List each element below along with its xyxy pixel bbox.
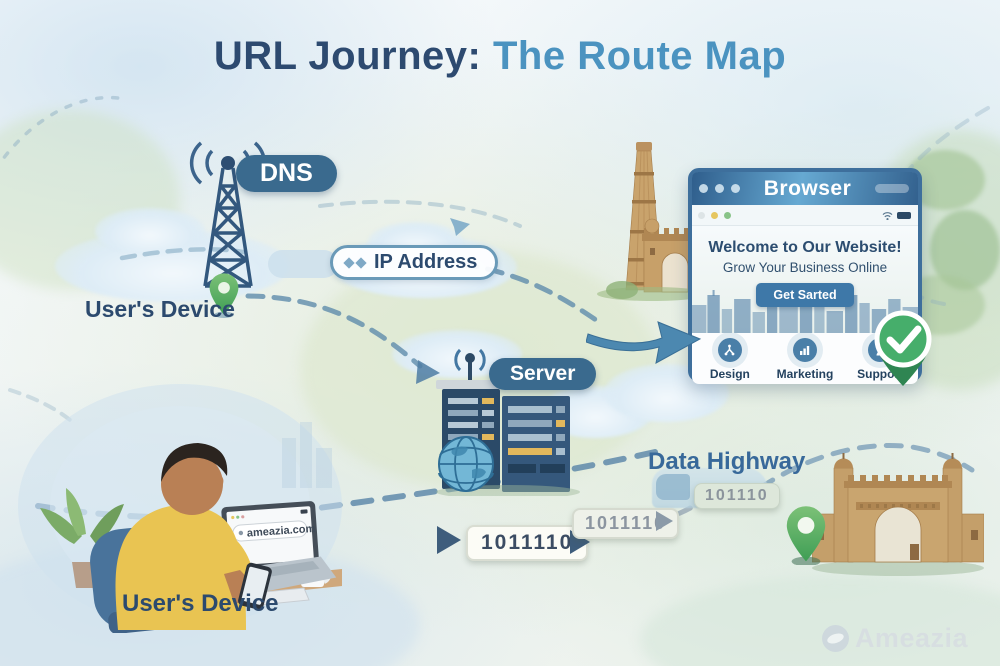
ameazia-logo-icon <box>821 625 849 652</box>
diamond-dot <box>355 256 367 269</box>
wifi-icon <box>882 211 893 220</box>
marketing-chart-icon <box>792 338 817 362</box>
feature-marketing: Marketing <box>768 338 843 381</box>
traffic-dot <box>711 211 718 219</box>
site-headline: Welcome to Our Website! <box>708 239 902 256</box>
window-control-pill <box>875 184 909 193</box>
data-vehicle-cab <box>656 474 690 500</box>
arrowhead-to-server <box>416 360 440 384</box>
dns-label: DNS <box>236 155 337 192</box>
browser-title: Browser <box>763 176 852 200</box>
title-part2: The Route Map <box>492 34 787 78</box>
users-device-top-label: User's Device <box>85 296 235 322</box>
ip-address-text: IP Address <box>374 251 478 273</box>
traffic-dot <box>724 211 731 219</box>
arrowhead-to-packet <box>437 526 461 554</box>
window-dot <box>731 184 740 193</box>
ameazia-logo-text: Ameazia <box>854 623 968 653</box>
server-building <box>436 348 580 496</box>
title-part1: URL Journey: <box>213 34 482 78</box>
diamond-dot <box>343 256 355 269</box>
person <box>115 443 272 630</box>
status-icons <box>882 211 911 220</box>
feature-design: Design <box>693 338 768 381</box>
server-label: Server <box>489 358 597 390</box>
window-dot <box>715 184 724 193</box>
ip-address-label: IP Address <box>330 245 499 280</box>
paper-plane-icon <box>450 218 470 236</box>
feature-label: Marketing <box>776 367 834 381</box>
location-pin-icon <box>209 273 239 318</box>
arrow-into-browser-icon <box>586 321 702 364</box>
browser-chrome-bar <box>692 205 918 226</box>
packet-arrow <box>656 511 673 531</box>
cloud <box>95 208 205 254</box>
vector-design-icon <box>717 338 742 362</box>
site-subheadline: Grow Your Business Online <box>722 260 888 275</box>
data-highway-label: Data Highway <box>648 448 806 475</box>
user-at-desk-scene: ameazia.com <box>18 384 342 633</box>
gateway-of-india-monument <box>812 453 984 576</box>
data-packet: 101110 <box>694 483 780 509</box>
browser-title-bar: Browser <box>692 172 918 205</box>
traffic-dot <box>698 211 705 219</box>
feature-label: Design <box>709 367 750 381</box>
qutub-minar-monument <box>597 142 708 301</box>
window-dot <box>699 184 708 193</box>
get-started-button: Get Sarted <box>756 283 854 307</box>
page-title: URL Journey: The Route Map <box>0 34 1000 79</box>
data-packet: 1011110 <box>572 508 680 539</box>
data-packet: 1011110 <box>466 525 589 561</box>
laptop-url-text: ameazia.com <box>247 523 316 540</box>
ip-pill-tail <box>268 250 338 278</box>
check-badge-icon <box>874 310 932 386</box>
brand-watermark: Ameazia <box>821 623 968 654</box>
battery-icon <box>897 211 911 219</box>
users-device-bottom-label: User's Device <box>122 590 279 617</box>
location-pin-icon <box>786 506 826 565</box>
